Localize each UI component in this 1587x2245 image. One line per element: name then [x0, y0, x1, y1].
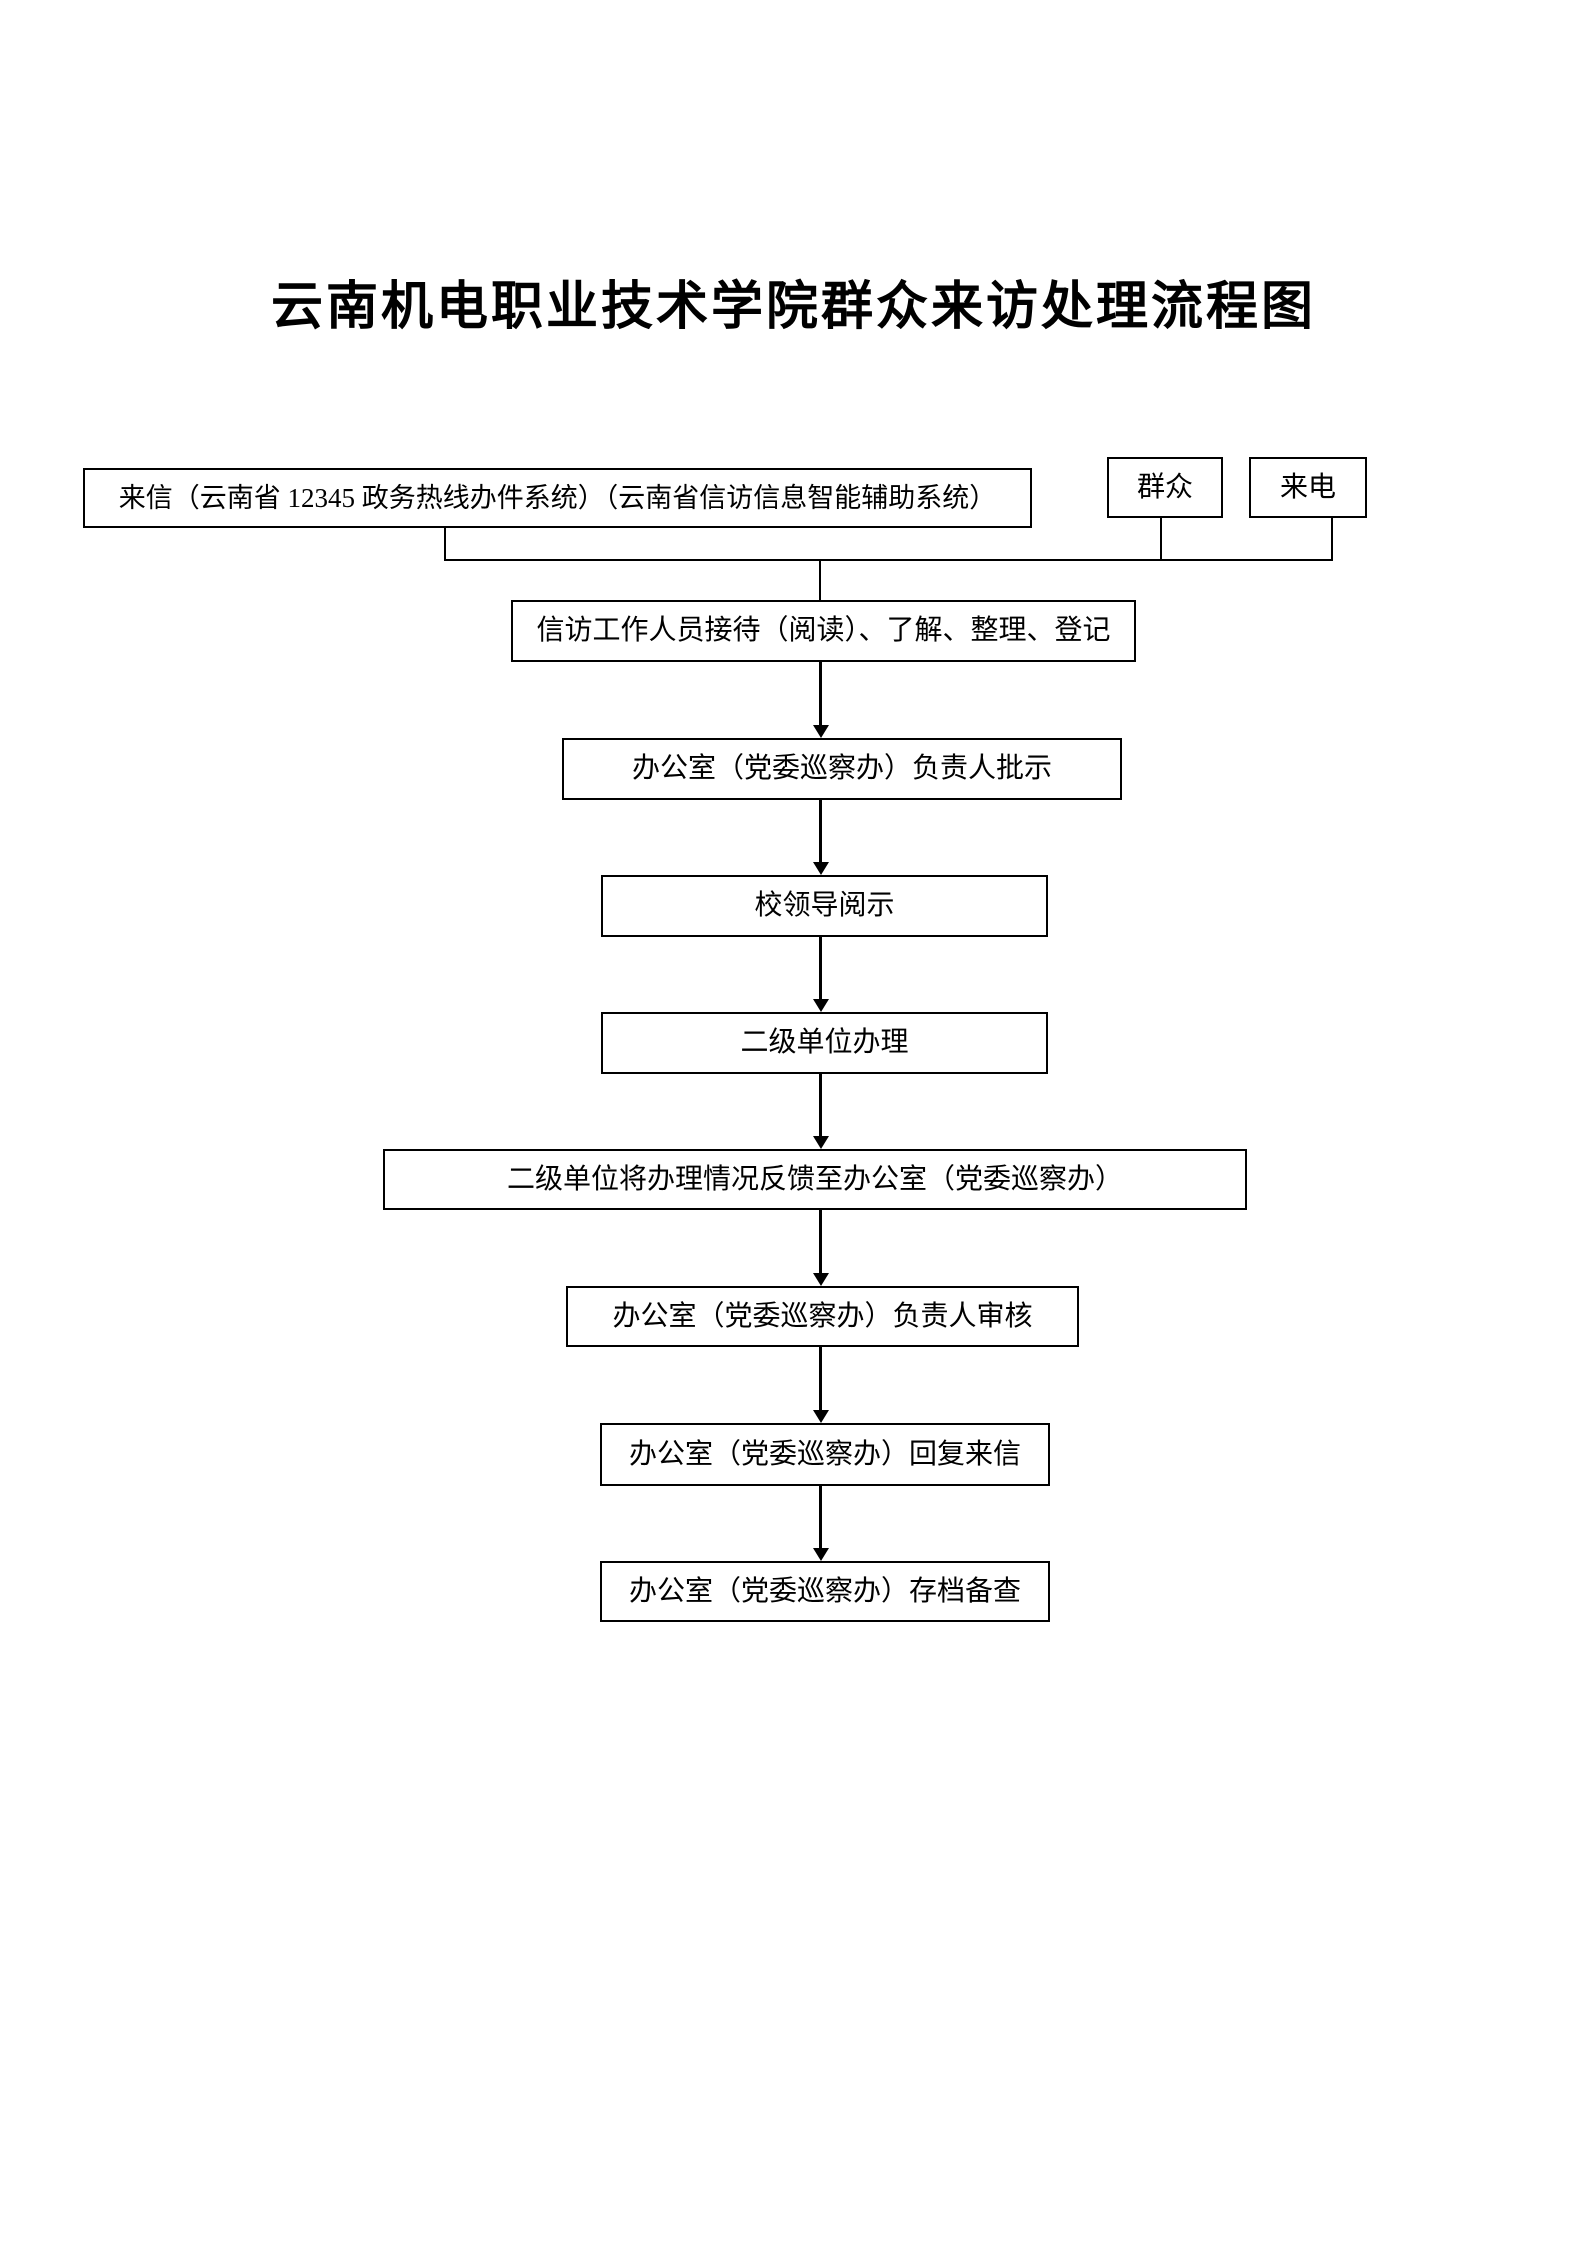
node-archive-for-reference: 办公室（党委巡察办）存档备查: [600, 1561, 1050, 1622]
node-label: 办公室（党委巡察办）负责人审核: [612, 1300, 1033, 1332]
flow-arrow-2: [812, 800, 829, 875]
node-label: 来电: [1279, 471, 1336, 503]
flow-arrow-3: [812, 937, 829, 1012]
flow-arrow-4: [812, 1074, 829, 1149]
node-label: 二级单位办理: [740, 1027, 909, 1058]
connector-line-call: [1331, 516, 1333, 561]
flow-arrow-7: [812, 1486, 829, 1561]
node-office-head-audit: 办公室（党委巡察办）负责人审核: [566, 1286, 1079, 1347]
node-label: 办公室（党委巡察办）存档备查: [628, 1575, 1021, 1607]
node-label: 办公室（党委巡察办）回复来信: [628, 1438, 1021, 1470]
node-masses-source: 群众: [1107, 457, 1223, 518]
connector-line-drop: [819, 559, 821, 602]
connector-line-horizontal-join: [444, 559, 1333, 561]
node-reception: 信访工作人员接待（阅读）、了解、整理、登记: [511, 600, 1136, 662]
node-label: 校领导阅示: [754, 890, 895, 921]
node-label: 办公室（党委巡察办）负责人批示: [631, 753, 1052, 784]
node-office-head-instruction: 办公室（党委巡察办）负责人批示: [562, 738, 1122, 800]
node-label: 二级单位将办理情况反馈至办公室（党委巡察办）: [506, 1163, 1123, 1195]
connector-line-letter: [444, 526, 446, 561]
node-school-leaders-review: 校领导阅示: [601, 875, 1048, 937]
flow-arrow-6: [812, 1347, 829, 1423]
node-label: 群众: [1136, 471, 1193, 503]
flow-arrow-5: [812, 1210, 829, 1286]
node-reply-to-letter: 办公室（党委巡察办）回复来信: [600, 1423, 1050, 1486]
node-label: 信访工作人员接待（阅读）、了解、整理、登记: [536, 615, 1111, 646]
node-call-source: 来电: [1249, 457, 1367, 518]
node-letter-source: 来信（云南省 12345 政务热线办件系统）（云南省信访信息智能辅助系统）: [83, 468, 1032, 528]
flow-arrow-1: [812, 662, 829, 738]
node-secondary-unit-handling: 二级单位办理: [601, 1012, 1048, 1074]
connector-line-masses: [1160, 516, 1162, 561]
node-label: 来信（云南省 12345 政务热线办件系统）（云南省信访信息智能辅助系统）: [118, 482, 997, 513]
page-title: 云南机电职业技术学院群众来访处理流程图: [270, 278, 1316, 336]
node-feedback-to-office: 二级单位将办理情况反馈至办公室（党委巡察办）: [383, 1149, 1247, 1210]
